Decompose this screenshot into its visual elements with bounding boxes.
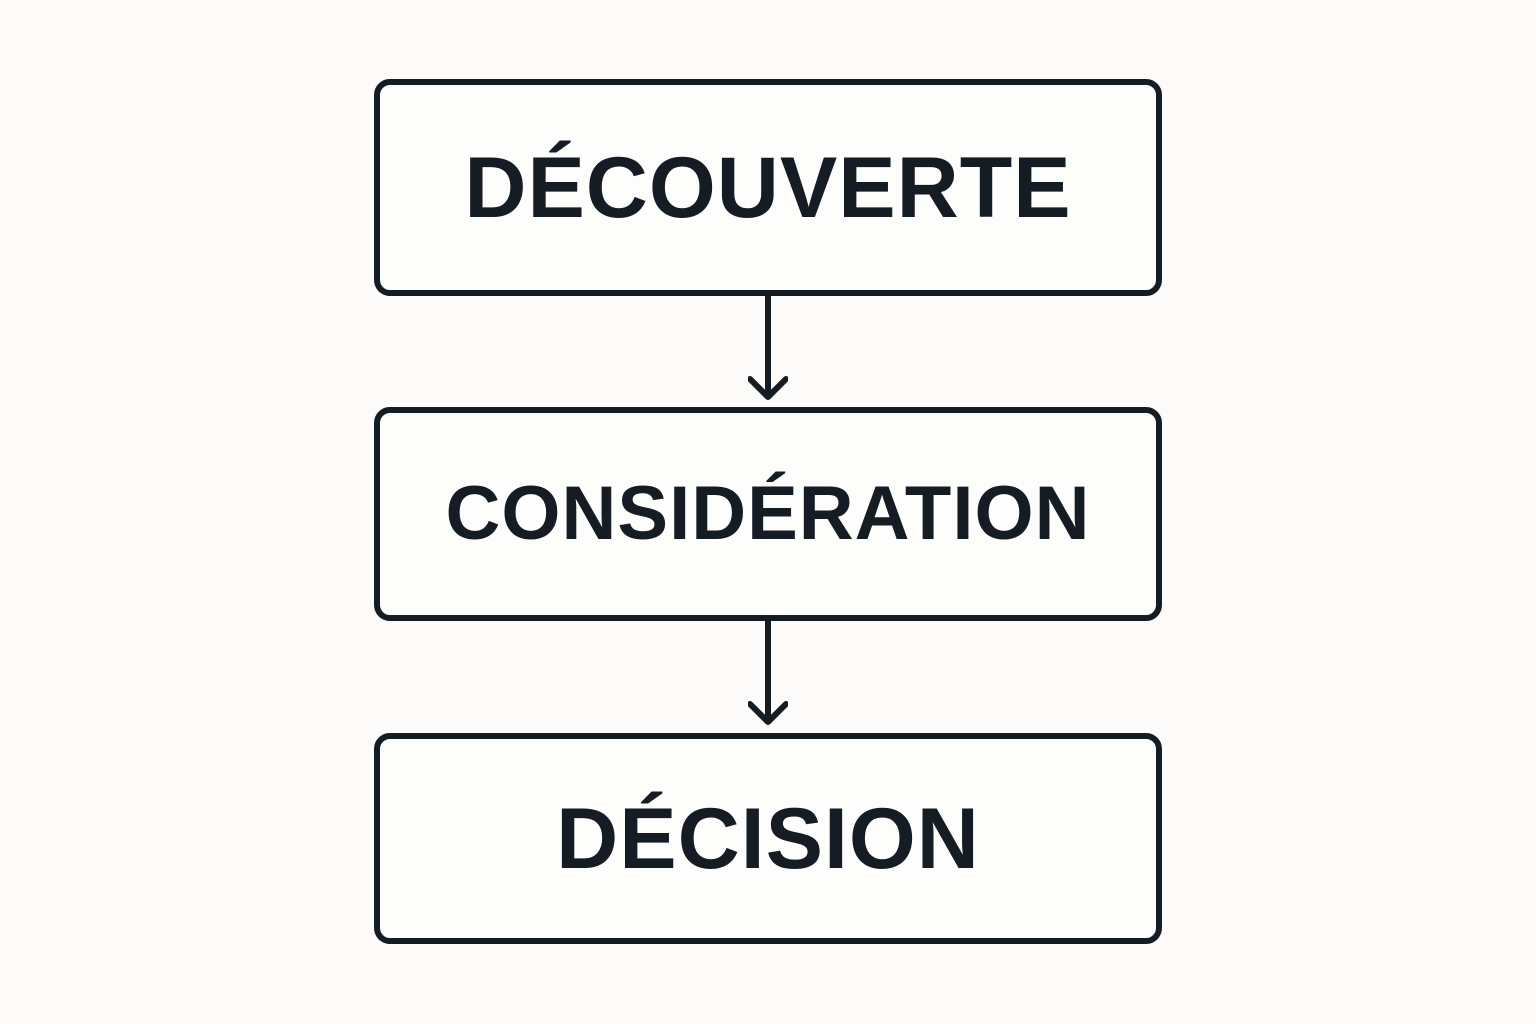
stage-box-decouverte: DÉCOUVERTE	[374, 79, 1162, 296]
stage-box-decision: DÉCISION	[374, 733, 1162, 944]
arrow-down-icon	[748, 296, 788, 400]
stage-box-consideration: CONSIDÉRATION	[374, 407, 1162, 621]
stage-label-decouverte: DÉCOUVERTE	[464, 139, 1072, 236]
stage-label-decision: DÉCISION	[556, 790, 980, 887]
stage-label-consideration: CONSIDÉRATION	[445, 471, 1091, 556]
arrow-down-icon	[748, 621, 788, 725]
